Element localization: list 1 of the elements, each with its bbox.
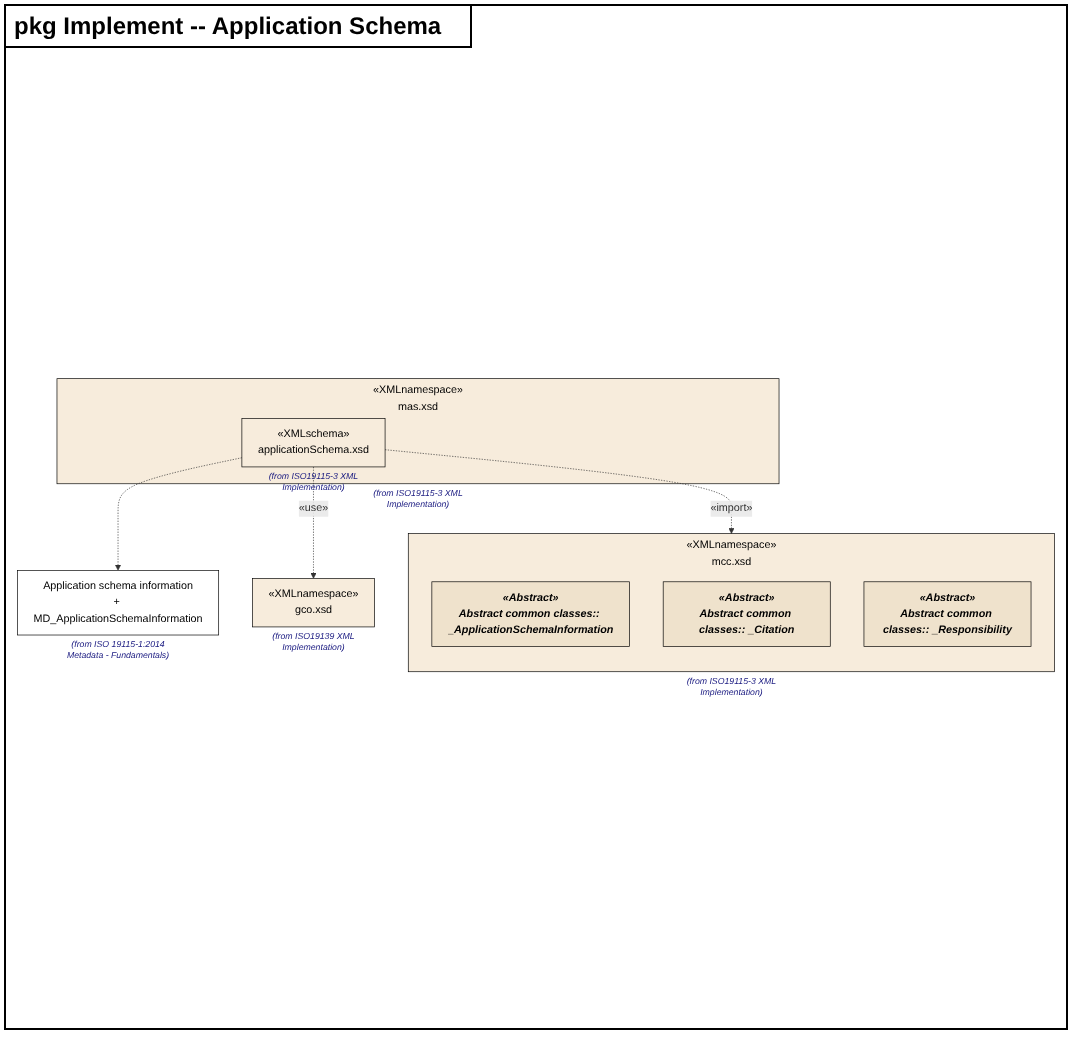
frame-title: pkg Implement -- Application Schema — [6, 6, 472, 48]
